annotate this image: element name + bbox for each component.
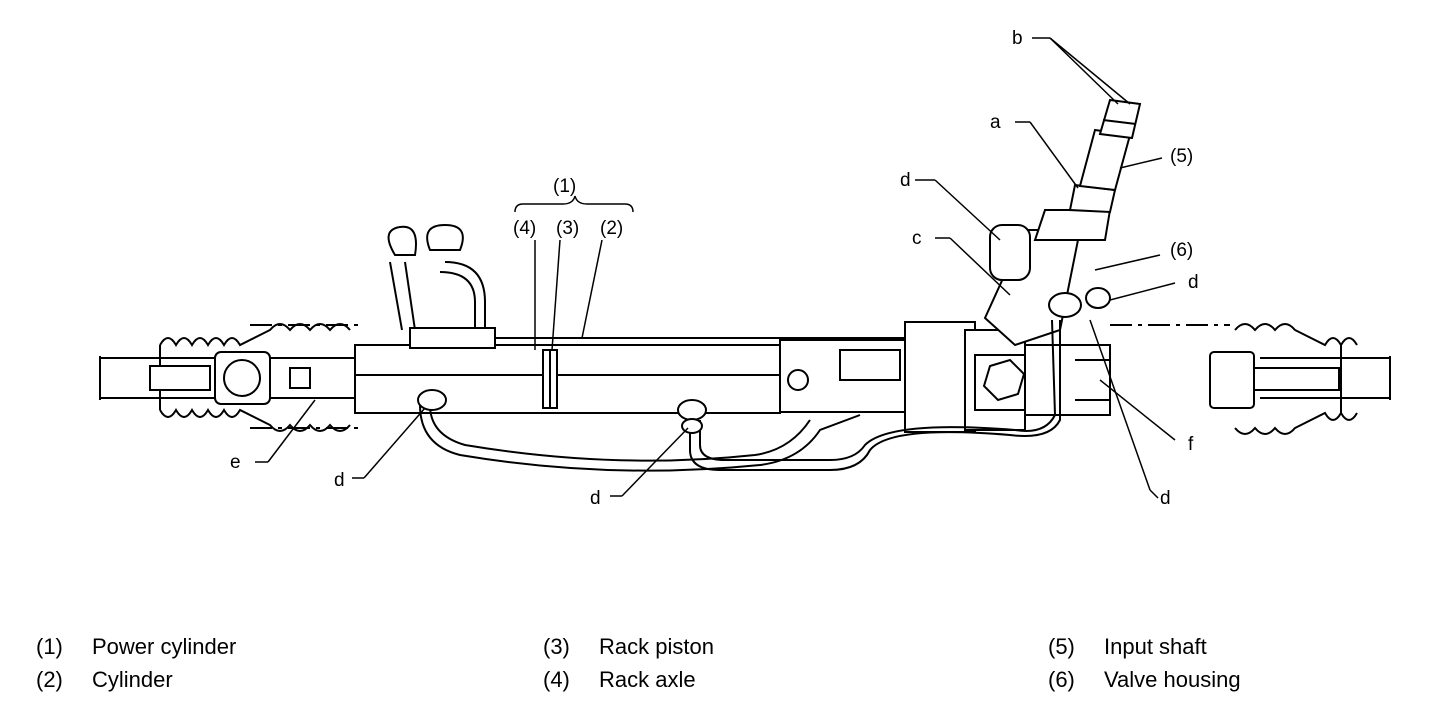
rack-piston	[542, 349, 558, 409]
label-d-top: d	[900, 170, 911, 191]
left-ball-joint	[149, 351, 311, 405]
right-boot	[1234, 323, 1358, 435]
legend-number: (2)	[36, 667, 63, 692]
legend-text: Cylinder	[92, 667, 173, 692]
label-5: (5)	[1170, 146, 1193, 167]
legend-text: Valve housing	[1104, 667, 1241, 692]
label-d-left: d	[334, 470, 345, 491]
legend-number: (5)	[1048, 634, 1075, 659]
legend-number: (4)	[543, 667, 570, 692]
label-1: (1)	[553, 176, 576, 197]
label-6: (6)	[1170, 240, 1193, 261]
right-tie-rod	[1260, 356, 1391, 400]
label-b: b	[1012, 28, 1023, 49]
legend-text: Rack piston	[599, 634, 714, 659]
pinion-housing	[904, 321, 1111, 433]
label-f: f	[1188, 434, 1194, 455]
legend: (1) Power cylinder (2) Cylinder (3) Rack…	[0, 628, 1456, 708]
right-ball-joint	[1209, 351, 1340, 409]
label-c: c	[912, 228, 922, 249]
steering-gear-diagram: b a (5) d (1) (4) (3) (2) c (6) d f e d …	[99, 28, 1391, 509]
legend-number: (3)	[543, 634, 570, 659]
hydraulic-lines	[417, 287, 1111, 472]
leader-lines	[255, 37, 1176, 499]
legend-number: (6)	[1048, 667, 1075, 692]
pipe-fitting-left-top	[387, 223, 496, 349]
legend-text: Power cylinder	[92, 634, 237, 659]
label-d-right: d	[1188, 272, 1199, 293]
left-tie-rod	[99, 356, 230, 400]
legend-text: Rack axle	[599, 667, 696, 692]
input-shaft	[1033, 98, 1142, 241]
label-e: e	[230, 452, 241, 473]
label-2: (2)	[600, 218, 623, 239]
rack-housing	[270, 337, 911, 414]
label-a: a	[990, 112, 1001, 133]
legend-text: Input shaft	[1104, 634, 1207, 659]
legend-number: (1)	[36, 634, 63, 659]
label-3: (3)	[556, 218, 579, 239]
label-4: (4)	[513, 218, 536, 239]
label-d-bottom: d	[1160, 488, 1171, 509]
label-d-center: d	[590, 488, 601, 509]
valve-housing	[983, 224, 1082, 347]
